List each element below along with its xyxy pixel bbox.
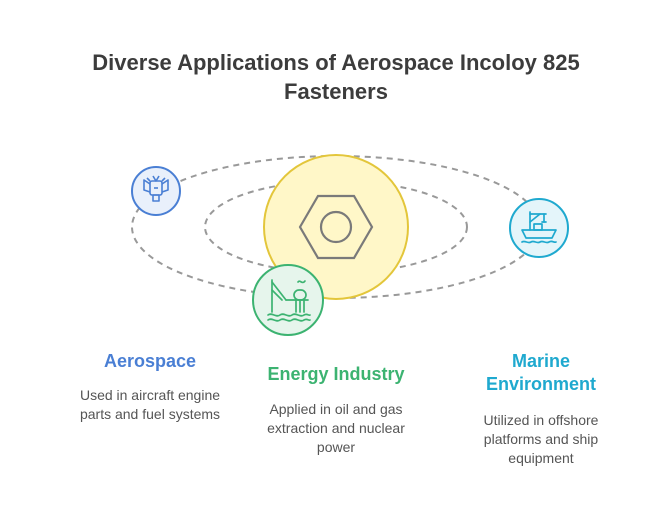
center-circle: [263, 154, 409, 300]
aerospace-description: Used in aircraft engine parts and fuel s…: [79, 387, 221, 422]
marine-description: Utilized in offshore platforms and ship …: [483, 412, 599, 466]
hex-nut-icon: [298, 194, 374, 260]
aerospace-node: [131, 166, 181, 216]
title-line-2: Fasteners: [284, 79, 388, 104]
marine-heading: Marine Environment: [485, 351, 596, 394]
ship-crane-icon: [521, 211, 557, 244]
title-line-1: Diverse Applications of Aerospace Incolo…: [92, 50, 580, 75]
energy-heading: Energy Industry: [267, 364, 405, 384]
oil-rig-icon: [267, 279, 311, 322]
page-title: Diverse Applications of Aerospace Incolo…: [0, 48, 672, 106]
engine-icon: [143, 175, 169, 202]
energy-description: Applied in oil and gas extraction and nu…: [267, 401, 405, 455]
energy-node: [252, 264, 324, 336]
aerospace-heading: Aerospace: [103, 351, 197, 371]
marine-node: [509, 198, 569, 258]
